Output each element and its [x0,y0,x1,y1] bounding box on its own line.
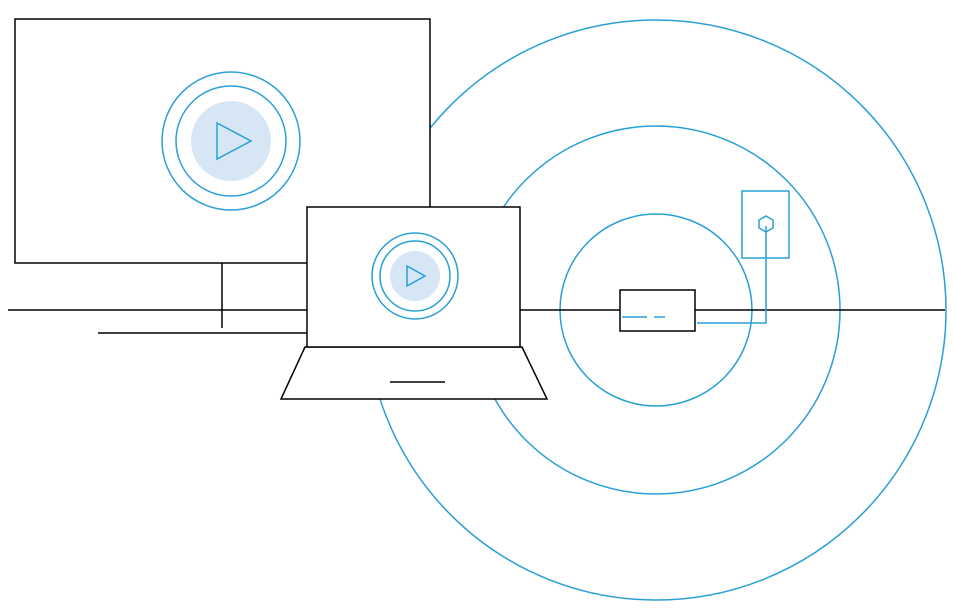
router-body [619,289,696,332]
laptop-play-ring-outer [371,232,459,320]
laptop-base [279,346,549,400]
laptop [279,206,549,400]
tv-play-button[interactable] [161,71,301,211]
laptop-play-button[interactable] [371,232,459,320]
tv-play-fill [191,101,271,181]
power-cable [697,229,767,324]
laptop-play-fill [390,251,440,301]
play-icon [216,121,253,161]
play-icon [406,264,427,288]
desk [8,309,945,334]
tv-play-ring-inner [175,85,287,197]
wall-outlet [741,190,790,259]
router [619,289,696,332]
laptop-play-ring-inner [379,240,451,312]
